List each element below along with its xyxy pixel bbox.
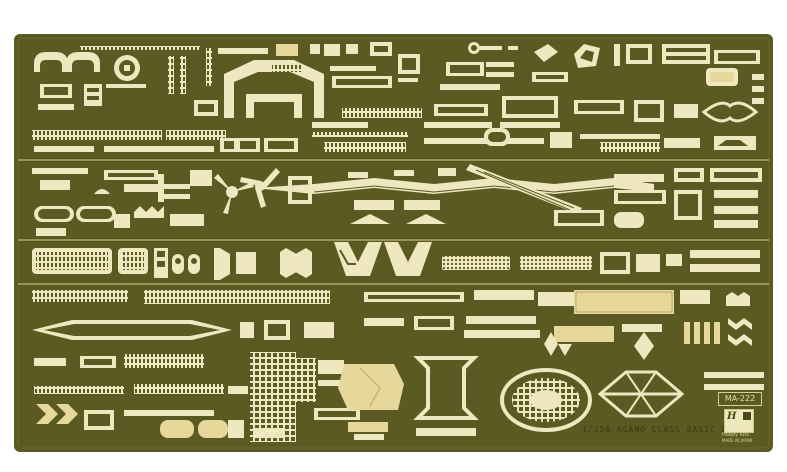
diamond-frame-part [701,101,759,123]
brand-name: Hobby Kits [722,432,749,438]
fan-part [534,44,558,62]
row-2-parts [32,164,762,236]
runners [18,159,769,285]
brand-logo-icon: H [727,411,737,422]
truss-part [254,178,654,194]
oval-deck-part [500,368,592,432]
cradle-part [384,242,432,276]
frame-part [413,356,479,420]
cradle-part [334,242,382,276]
row-4-parts [32,290,764,442]
bracket-part [34,52,68,72]
row-1-parts [32,42,764,152]
brand-logo: H [724,409,754,433]
photo-etch-fret [14,34,773,452]
fret-title: 1/350 AGANO CLASS BASIC D [582,425,728,434]
product-code: MA-222 [718,392,762,406]
hatch-cover-part [338,364,404,410]
bracket-part [66,52,100,72]
arch-part [224,60,324,118]
brand-mark-icon [743,412,751,420]
brand-subtitle: MADE IN JAPAN [722,438,753,443]
row-3-parts [32,242,760,280]
